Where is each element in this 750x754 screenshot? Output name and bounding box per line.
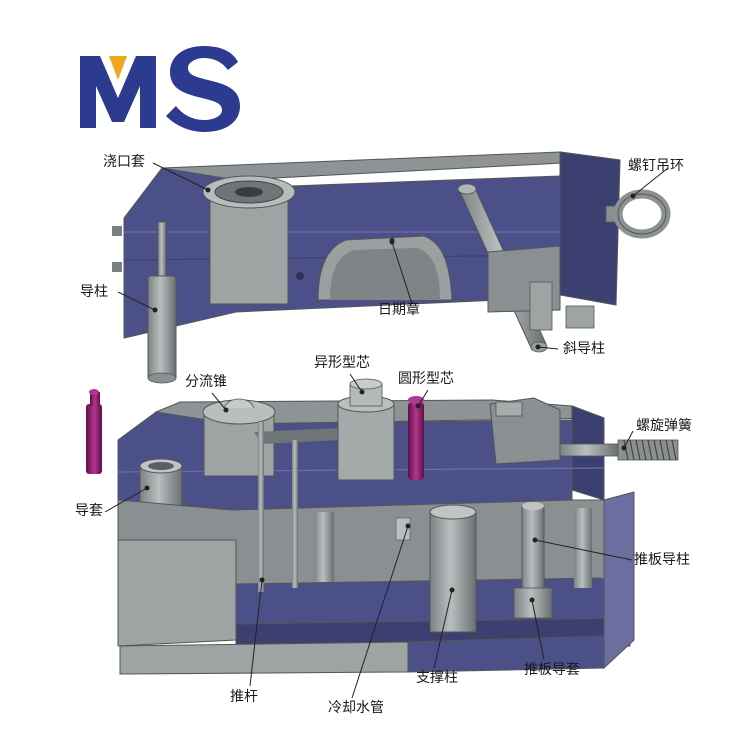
label-ejector-guide-bushing: 推板导套: [524, 662, 580, 678]
leader-line: [534, 539, 633, 561]
label-cooling-pipe: 冷却水管: [328, 700, 384, 716]
leader-line: [349, 373, 363, 393]
leader-line: [433, 589, 453, 669]
spring-coil: [665, 439, 671, 461]
spring-coil: [671, 439, 677, 461]
spring-coil: [623, 439, 629, 461]
spring-coil: [647, 439, 653, 461]
spring-coil: [629, 439, 635, 461]
leader-line: [351, 525, 409, 699]
logo-s-shape: [166, 46, 240, 132]
label-date-stamp: 日期章: [378, 302, 420, 318]
leader-line: [211, 392, 227, 411]
spring-coil: [635, 439, 641, 461]
leader-dot: [535, 344, 541, 350]
lower-mold-half: [86, 378, 679, 541]
leader-line: [531, 599, 545, 661]
leader-line: [249, 579, 263, 687]
label-lifting-eye-bolt: 螺钉吊环: [628, 158, 684, 174]
leader-lines: [104, 162, 669, 699]
leader-dot: [223, 407, 229, 413]
leader-dot: [259, 577, 265, 583]
leader-line: [104, 487, 148, 513]
label-guide-pillar: 导柱: [80, 284, 108, 300]
label-ejector-pin: 推杆: [230, 689, 258, 705]
leader-dot: [359, 389, 365, 395]
upper-plate-right: [559, 151, 621, 306]
leader-dot: [152, 307, 158, 313]
leader-dot: [621, 445, 627, 451]
leader-line: [152, 162, 209, 191]
leader-line: [417, 389, 429, 407]
leader-line: [623, 430, 634, 449]
leader-line: [632, 167, 669, 197]
label-sprue-spreader: 分流锥: [185, 374, 227, 390]
upper-plate-top: [161, 151, 621, 181]
ms-logo: [80, 46, 240, 132]
leader-line: [117, 291, 156, 311]
leader-line: [391, 241, 413, 305]
spring-coil: [641, 439, 647, 461]
logo-m-shape: [80, 56, 156, 128]
leader-dot: [630, 193, 636, 199]
label-guide-bushing: 导套: [75, 503, 103, 519]
leader-dot: [405, 523, 411, 529]
label-sprue-bushing: 浇口套: [103, 154, 145, 170]
spring-coil: [653, 439, 659, 461]
leader-dot: [205, 187, 211, 193]
logo-gold-triangle: [109, 56, 127, 80]
leader-line: [537, 346, 559, 350]
label-ejector-guide-pillar: 推板导柱: [634, 552, 690, 568]
spring-coil: [659, 439, 665, 461]
leader-dot: [389, 239, 395, 245]
label-special-core: 异形型芯: [314, 355, 370, 371]
label-spiral-spring: 螺旋弹簧: [636, 418, 692, 434]
leader-dot: [144, 485, 150, 491]
label-round-core: 圆形型芯: [398, 371, 454, 387]
upper-mold-half: [112, 151, 671, 384]
leader-dot: [532, 537, 538, 543]
leader-dot: [449, 587, 455, 593]
leader-dot: [529, 597, 535, 603]
leader-dot: [415, 403, 421, 409]
ejector-and-base: [117, 422, 635, 675]
label-angle-pin: 斜导柱: [563, 341, 605, 357]
label-support-pillar: 支撑柱: [416, 670, 458, 686]
